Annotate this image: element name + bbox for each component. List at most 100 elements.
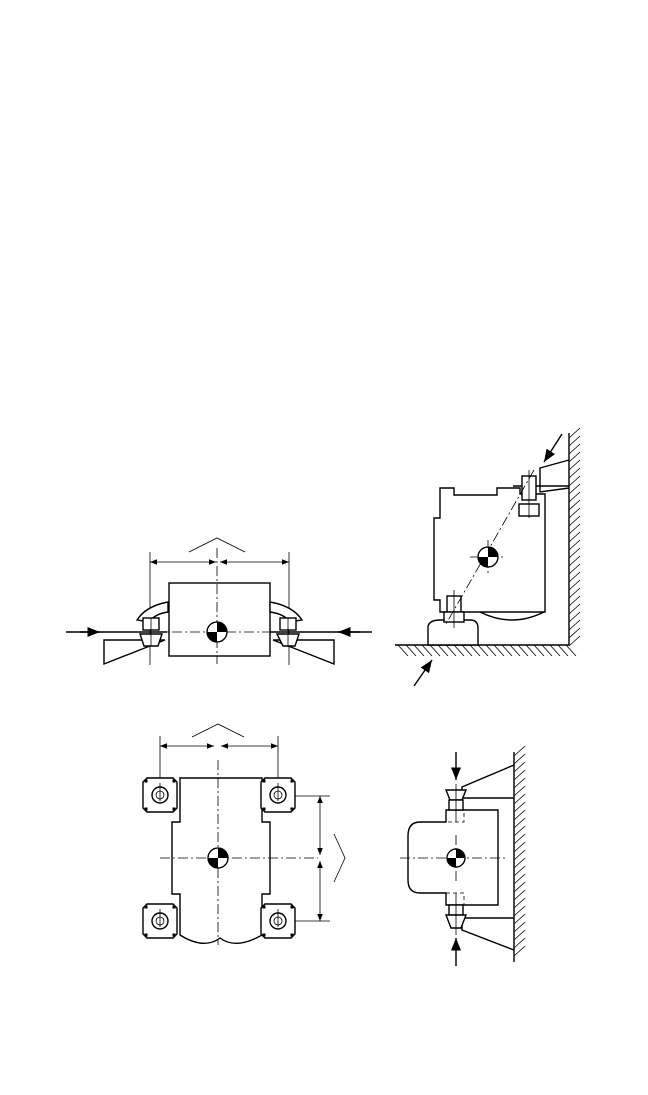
hatch-line [514,746,525,756]
hatch-line [569,532,580,542]
hatch-line [406,645,416,656]
hatch-line [430,645,440,656]
hatch-line [514,810,525,820]
hatch-line [514,802,525,812]
front-view-horizontal-mount [66,538,372,665]
wall-hatching-2 [514,746,525,956]
hatch-line [514,890,525,900]
hatch-line [510,645,520,656]
hatch-line [514,778,525,788]
hatch-line [514,770,525,780]
hatch-line [438,645,448,656]
hatch-line [514,794,525,804]
hatch-line [454,645,464,656]
hatch-line [569,508,580,518]
hatch-line [569,492,580,502]
isolator-pad [143,778,177,812]
hatch-line [569,484,580,494]
hatch-line [569,540,580,550]
hatch-line [446,645,456,656]
hatch-line [569,620,580,630]
hatch-line [514,834,525,844]
hatch-line [526,645,536,656]
hatch-line [514,842,525,852]
top-isolator [519,470,539,518]
hatch-line [569,548,580,558]
hatch-line [569,636,580,646]
hatch-line [569,516,580,526]
hatch-line [514,786,525,796]
hatch-line [514,874,525,884]
hatch-line [569,524,580,534]
hatch-line [502,645,512,656]
hatch-line [514,922,525,932]
hatch-line [514,826,525,836]
hatch-line [514,914,525,924]
hatch-line [486,645,496,656]
hatch-line [514,866,525,876]
hatch-line [514,754,525,764]
hatch-line [569,580,580,590]
top-view-four-point-mount [143,724,345,945]
load-arrow-top [544,434,562,462]
wall-hatching [569,428,580,646]
hatch-line [569,596,580,606]
side-view-wall-mount [400,746,525,966]
isolator-pad [261,778,295,812]
hatch-line [569,428,580,438]
hatch-line [569,452,580,462]
hatch-line [514,858,525,868]
hatch-line [550,645,560,656]
hatch-line [569,468,580,478]
hatch-line [518,645,528,656]
motor-body [169,583,270,656]
hatch-line [558,645,568,656]
hatch-line [514,946,525,956]
dimension-line-right-view [292,796,345,921]
isolator-pad [261,904,295,938]
side-view-floor-wall-mount [395,428,580,686]
center-of-gravity-icon [207,622,227,642]
hatch-line [422,645,432,656]
hatch-line [569,436,580,446]
hatch-line [514,762,525,772]
hatch-line [542,645,552,656]
hatch-line [569,628,580,638]
center-of-gravity-icon [478,547,498,567]
hatch-line [398,645,408,656]
dimension-line-top-view [160,724,278,780]
hatch-line [514,850,525,860]
hatch-line [514,938,525,948]
wall-bracket [540,460,569,492]
hatch-line [478,645,488,656]
load-arrow-bottom [414,660,432,686]
hatch-line [569,476,580,486]
floor-hatching [398,645,576,656]
hatch-line [569,556,580,566]
hatch-line [569,444,580,454]
hatch-line [470,645,480,656]
hatch-line [514,882,525,892]
hatch-line [514,898,525,908]
center-of-gravity-icon [447,849,465,867]
floor-pedestal [428,620,478,645]
hatch-line [569,612,580,622]
hatch-line [566,645,576,656]
hatch-line [514,906,525,916]
center-of-gravity-icon [208,848,228,868]
hatch-line [569,460,580,470]
hatch-line [514,930,525,940]
hatch-line [494,645,504,656]
lower-wall-bracket [462,918,514,950]
hatch-line [569,500,580,510]
hatch-line [414,645,424,656]
hatch-line [514,818,525,828]
hatch-line [569,564,580,574]
motor-base-curve [480,612,544,620]
hatch-line [462,645,472,656]
upper-wall-bracket [462,765,514,798]
hatch-line [569,604,580,614]
hatch-line [569,572,580,582]
